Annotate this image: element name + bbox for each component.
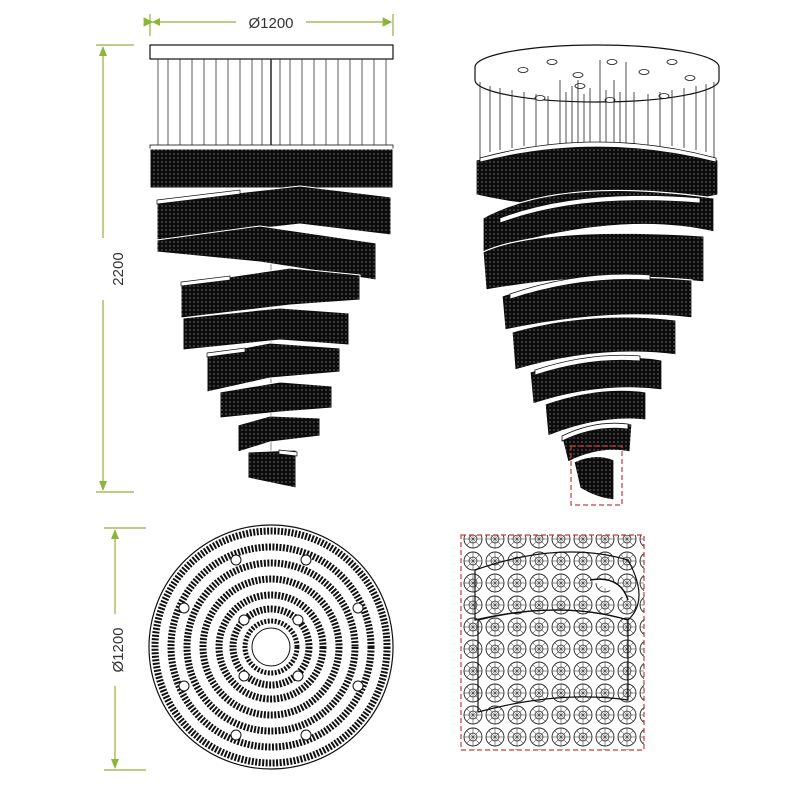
spiral-crystal-bands bbox=[149, 148, 394, 489]
height-label: 2200 bbox=[110, 252, 127, 285]
plan-diameter-label: Ø1200 bbox=[110, 627, 127, 672]
ceiling-canopy bbox=[149, 44, 394, 60]
top-width-dimension: Ø1200 bbox=[143, 14, 394, 36]
detail-view-frame bbox=[460, 534, 645, 751]
perspective-view bbox=[474, 44, 720, 506]
detail-callout-box bbox=[570, 445, 623, 506]
crystal-detail-view bbox=[460, 534, 645, 751]
suspension-rods bbox=[157, 59, 387, 460]
top-width-label: Ø1200 bbox=[248, 15, 293, 32]
perspective-spiral bbox=[475, 141, 719, 501]
band-edge-highlights bbox=[156, 189, 298, 457]
plan-diameter-dimension: Ø1200 bbox=[104, 527, 146, 771]
front-elevation bbox=[149, 44, 394, 489]
mounting-points bbox=[178, 554, 364, 741]
plan-view bbox=[148, 524, 394, 770]
height-dimension: 2200 bbox=[96, 44, 134, 493]
